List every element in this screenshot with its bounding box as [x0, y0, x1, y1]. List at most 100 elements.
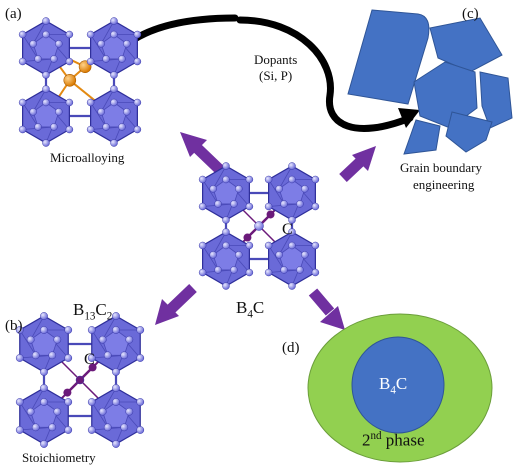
boron-atom [198, 175, 207, 184]
caption-grain-boundary-1: Grain boundary [400, 160, 482, 175]
boron-atom [133, 125, 142, 134]
arrow-to-microalloying [180, 132, 224, 174]
caption-grain-boundary-2: engineering [413, 177, 475, 192]
dopants-label-2: (Si, P) [257, 68, 295, 84]
boron-atom [280, 266, 288, 274]
facet-edge [91, 329, 109, 356]
second-phase-label: 2nd phase [362, 430, 425, 451]
boron-atom [230, 266, 238, 274]
structure-microalloying [18, 17, 142, 147]
boron-atom [34, 123, 42, 131]
facet-edge [19, 401, 37, 428]
boron-atom [55, 108, 63, 116]
boron-atom [288, 241, 296, 250]
boron-atom [102, 123, 110, 131]
facet-edge [90, 102, 107, 128]
carbon-atom [88, 363, 97, 372]
boron-atom [230, 200, 238, 208]
second-phase-diagram [307, 313, 493, 463]
boron-atom [98, 407, 107, 416]
boron-atom [40, 326, 48, 334]
boron-atom [86, 125, 95, 134]
b4c-core [351, 336, 445, 434]
facet-edge [278, 165, 293, 190]
boron-atom [65, 30, 74, 39]
boron-atom [288, 175, 296, 184]
formula-subscript: 2 [106, 310, 113, 323]
boron-atom [26, 335, 35, 344]
boron-atom [18, 98, 27, 107]
boron-atom [40, 440, 48, 448]
boron-atom [198, 202, 207, 211]
boron-atom [31, 423, 40, 432]
formula-b13c2: B13C2 [73, 300, 112, 322]
arrow-to-grain-boundary [339, 146, 376, 183]
dopants-label-1: Dopants [252, 52, 300, 68]
boron-atom [214, 200, 222, 208]
boron-atom [110, 71, 118, 79]
boron-atom [50, 123, 58, 131]
panel-label-c: (c) [462, 6, 479, 22]
boron-atom [40, 398, 48, 406]
boron-atom [110, 85, 118, 93]
formula-part: B [73, 300, 85, 319]
facet-edge [212, 231, 227, 256]
boron-atom [48, 423, 57, 432]
boron-atom [86, 57, 95, 66]
boron-atom [120, 351, 129, 360]
boron-atom [50, 55, 58, 63]
boron-atom [110, 30, 118, 39]
boron-atom [55, 40, 63, 48]
boron-atom [110, 17, 118, 25]
boron-atom [118, 123, 126, 131]
grain-polygon [403, 119, 441, 155]
boron-atom [296, 266, 304, 274]
grain-polygon [479, 71, 513, 129]
boron-atom [103, 423, 112, 432]
boron-atom [275, 251, 283, 259]
boron-atom [222, 216, 230, 224]
icosahedron [198, 162, 254, 224]
boron-atom [15, 426, 24, 434]
facet-edge [278, 231, 293, 256]
boron-atom [222, 241, 230, 250]
boron-atom [288, 282, 296, 290]
facet-edge [22, 34, 39, 60]
boron-atom [15, 398, 24, 406]
boron-atom [53, 407, 62, 416]
boron-atom [245, 202, 254, 211]
boron-atom [65, 57, 74, 66]
boron-atom [264, 175, 273, 184]
boron-atom [222, 175, 230, 184]
formula-subscript: 13 [84, 310, 96, 323]
boron-atom [42, 139, 50, 147]
facet-edge [268, 245, 285, 271]
icosahedron [86, 17, 142, 79]
boron-atom [15, 326, 24, 334]
center-formula-b4c: B4C [236, 298, 264, 320]
grain-boundary-grains [347, 9, 513, 155]
boron-atom [222, 282, 230, 290]
boron-atom [280, 200, 288, 208]
boron-atom [40, 384, 48, 392]
boron-atom [311, 175, 320, 184]
boron-atom [112, 440, 120, 448]
facet-edge [100, 20, 115, 45]
boron-atom [102, 55, 110, 63]
arrow-to-stoichiometry [155, 284, 197, 325]
boron-atom [222, 228, 230, 236]
boron-atom [118, 55, 126, 63]
structure-b13c2 [15, 312, 145, 448]
boron-atom [112, 312, 120, 320]
boron-atom [53, 335, 62, 344]
boron-atom [97, 40, 105, 48]
boron-atom [40, 312, 48, 320]
boron-atom [29, 40, 37, 48]
boron-atom [311, 241, 320, 250]
formula-part: B [379, 374, 391, 393]
icosahedron [18, 17, 74, 79]
boron-atom [86, 98, 95, 107]
carbon-atom [63, 388, 72, 397]
phase-superscript: nd [370, 430, 382, 442]
phase-word: phase [381, 430, 425, 450]
